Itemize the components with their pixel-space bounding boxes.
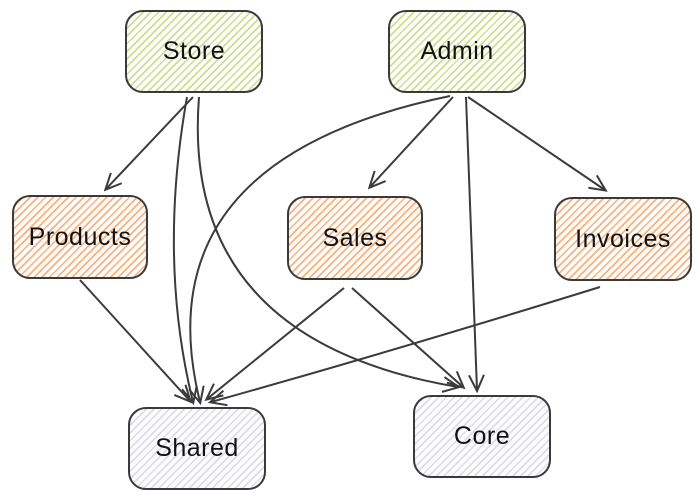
edge-admin-to-invoices — [467, 96, 605, 190]
node-products-label: Products — [28, 222, 132, 251]
node-shared: Shared — [128, 407, 266, 490]
edge-sales-to-shared — [207, 287, 345, 399]
node-sales: Sales — [287, 196, 423, 280]
edge-sales-to-core — [351, 287, 463, 387]
edge-invoices-to-shared — [211, 286, 601, 402]
node-shared-label: Shared — [155, 434, 239, 462]
node-store-label: Store — [162, 37, 226, 65]
edge-store-to-shared — [172, 96, 193, 402]
edge-products-to-shared — [79, 279, 190, 401]
node-invoices: Invoices — [554, 197, 692, 281]
node-admin: Admin — [388, 10, 526, 93]
node-admin-label: Admin — [420, 37, 494, 65]
node-core-label: Core — [453, 422, 511, 450]
node-invoices-label: Invoices — [575, 224, 671, 253]
node-core: Core — [413, 395, 551, 478]
edge-admin-to-sales — [370, 96, 454, 187]
edge-store-to-products — [106, 96, 194, 189]
node-sales-label: Sales — [322, 223, 388, 252]
node-store: Store — [125, 10, 263, 93]
node-products: Products — [12, 195, 148, 279]
edge-admin-to-core — [465, 96, 477, 390]
